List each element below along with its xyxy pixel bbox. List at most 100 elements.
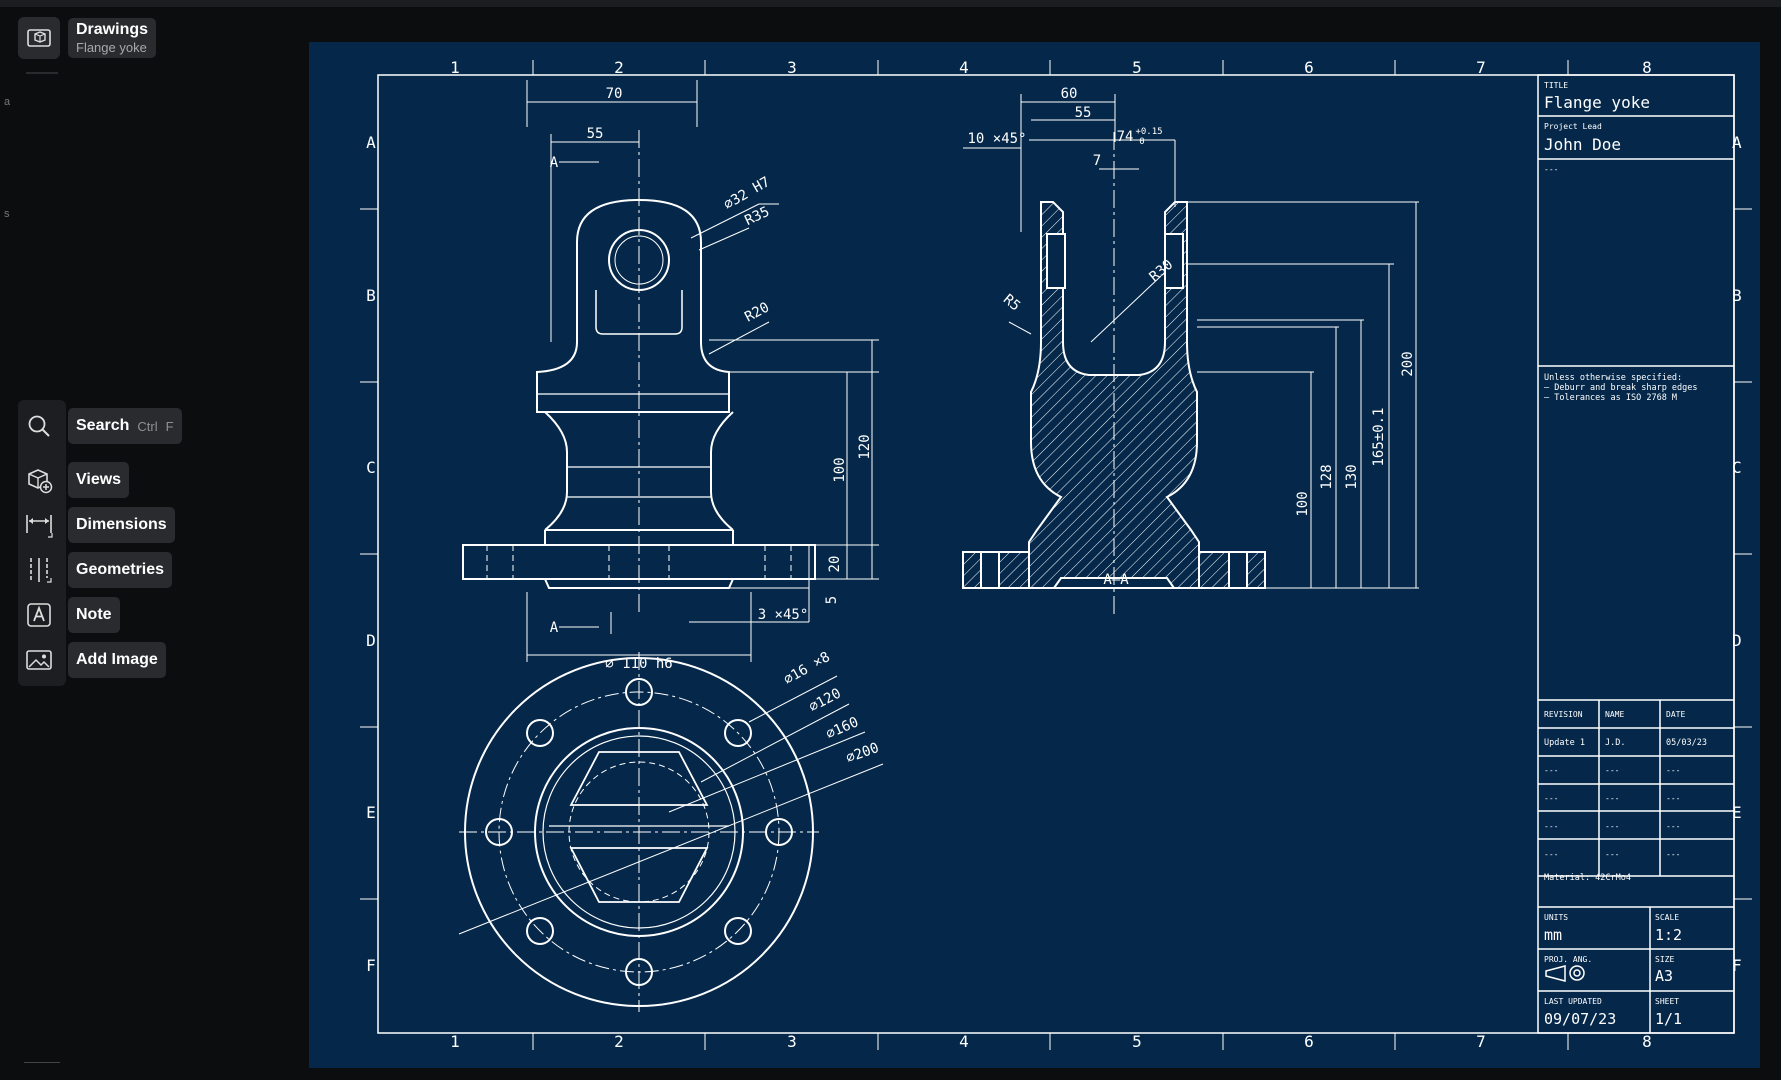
dim-tol-lower: 0 [1139, 137, 1144, 147]
search-icon [18, 405, 60, 447]
app-title: Drawings [76, 21, 149, 38]
row-label: B [1732, 286, 1742, 305]
project-lead: John Doe [1544, 135, 1621, 154]
column-label: 3 [787, 58, 797, 77]
dim-5: 5 [824, 596, 840, 604]
column-label: 1 [450, 1032, 460, 1051]
add-view-icon [18, 459, 60, 501]
dim-tol-upper: +0.15 [1135, 127, 1162, 137]
shortcut-f: F [165, 418, 174, 434]
add-image-label: Add Image [76, 651, 158, 668]
title-label: TITLE [1544, 81, 1568, 90]
dim-70: 70 [606, 86, 623, 102]
row-label: C [366, 458, 376, 477]
revision-cell: --- [1605, 850, 1619, 859]
dim-d160: ⌀160 [824, 714, 861, 742]
column-label: 2 [614, 58, 624, 77]
row-label: A [366, 133, 376, 152]
views-tool[interactable]: Views [18, 459, 130, 501]
search-tool[interactable]: Search Ctrl F [18, 405, 182, 447]
header-underline [26, 72, 58, 74]
geometries-tool[interactable]: Geometries [18, 549, 173, 591]
title-block[interactable] [1537, 74, 1735, 1034]
tool-strip [18, 400, 66, 686]
revision-cell: J.D. [1605, 738, 1625, 748]
revision-cell: --- [1666, 850, 1680, 859]
drawing-canvas[interactable]: 1 2 3 4 5 6 7 8 1 2 3 4 5 6 7 8 A B C D … [309, 42, 1760, 1068]
dim-r20: R20 [742, 299, 772, 325]
note-line: – Deburr and break sharp edges [1544, 383, 1698, 393]
units-value: mm [1544, 926, 1562, 944]
dim-200: 200 [1400, 351, 1416, 376]
geometry-lines-icon [18, 549, 60, 591]
image-icon [18, 639, 60, 681]
dim-55: 55 [1075, 105, 1092, 121]
material: Material: 42CrMo4 [1544, 873, 1631, 883]
drawing-sheet[interactable]: 1 2 3 4 5 6 7 8 1 2 3 4 5 6 7 8 A B C D … [309, 42, 1760, 1068]
geometries-label: Geometries [76, 561, 165, 578]
column-label: 6 [1304, 1032, 1314, 1051]
note-label: Note [76, 606, 112, 623]
drawings-header[interactable]: Drawings Flange yoke [18, 17, 157, 59]
column-label: 6 [1304, 58, 1314, 77]
side-mark: s [4, 208, 10, 220]
dim-20: 20 [827, 556, 843, 573]
revision-cell: --- [1605, 766, 1619, 775]
revision-header: REVISION [1544, 710, 1583, 719]
row-label: D [1732, 631, 1742, 650]
scale-label: SCALE [1655, 913, 1679, 922]
column-label: 4 [959, 58, 969, 77]
lead-label: Project Lead [1544, 122, 1602, 131]
projection-label: PROJ. ANG. [1544, 955, 1592, 964]
revision-cell: --- [1605, 794, 1619, 803]
dimensions-tool[interactable]: Dimensions [18, 504, 175, 546]
row-label: E [366, 803, 376, 822]
section-marker-a: A [550, 620, 559, 636]
note-text-icon [18, 594, 60, 636]
bottom-view[interactable] [458, 652, 884, 1012]
dimensions-label: Dimensions [76, 516, 167, 533]
column-label: 7 [1476, 58, 1486, 77]
row-label: F [1732, 956, 1742, 975]
revision-cell: --- [1666, 794, 1680, 803]
dim-chamfer: 3 ×45° [758, 607, 809, 623]
section-view[interactable] [962, 94, 1419, 617]
dim-r5: R5 [1000, 291, 1023, 314]
description-placeholder: --- [1544, 165, 1558, 174]
row-label: C [1732, 458, 1742, 477]
dim-d120: ⌀120 [806, 685, 843, 715]
dim-7: 7 [1093, 153, 1101, 169]
column-label: 3 [787, 1032, 797, 1051]
row-label: B [366, 286, 376, 305]
drawing-name: Flange yoke [76, 40, 147, 55]
section-label: A–A [1103, 572, 1129, 588]
dim-128: 128 [1319, 464, 1335, 489]
dim-165: 165±0.1 [1371, 407, 1387, 466]
search-label: Search [76, 417, 130, 434]
dim-100: 100 [832, 457, 848, 482]
front-view[interactable] [462, 80, 879, 662]
row-label: D [366, 631, 376, 650]
revision-header: DATE [1666, 710, 1685, 719]
column-label: 4 [959, 1032, 969, 1051]
dim-r35: R35 [742, 204, 772, 229]
column-label: 8 [1642, 1032, 1652, 1051]
dim-60: 60 [1061, 86, 1078, 102]
section-marker-a: A [550, 155, 559, 171]
shortcut-ctrl: Ctrl [137, 418, 158, 434]
note-tool[interactable]: Note [18, 594, 120, 636]
revision-cell: --- [1544, 822, 1558, 831]
dim-120: 120 [857, 434, 873, 459]
side-mark: a [4, 96, 11, 108]
dim-d200: ⌀200 [844, 740, 881, 767]
column-label: 5 [1132, 1032, 1142, 1051]
row-label: F [366, 956, 376, 975]
grid-ticks [360, 60, 1752, 1050]
column-label: 8 [1642, 58, 1652, 77]
size-value: A3 [1655, 967, 1673, 985]
revision-cell: --- [1666, 766, 1680, 775]
sheet-value: 1/1 [1655, 1010, 1682, 1028]
add-image-tool[interactable]: Add Image [18, 639, 166, 681]
drawing-title: Flange yoke [1544, 93, 1650, 112]
revision-cell: --- [1544, 794, 1558, 803]
